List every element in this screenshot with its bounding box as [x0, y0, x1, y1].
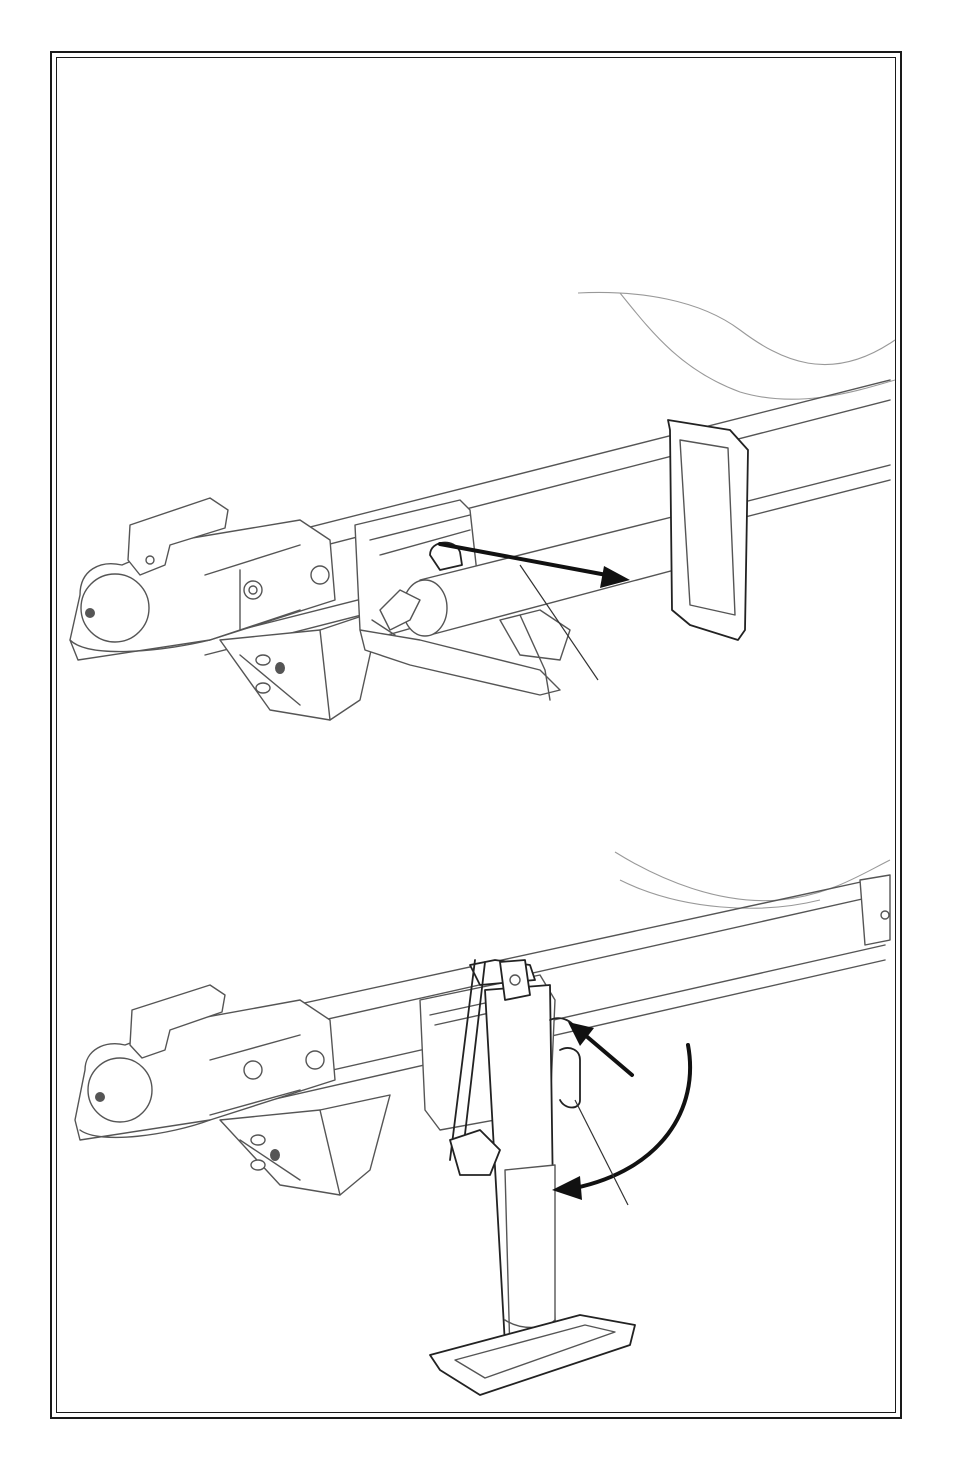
bottom-panel: [75, 852, 890, 1395]
jack-foot-plate-top: [668, 420, 748, 640]
jack-foot-plate-bottom: [430, 1315, 635, 1395]
hitch-ball-top: [81, 574, 149, 642]
wheel-arc-bottom: [615, 852, 890, 908]
chain-bracket-bottom: [220, 1095, 390, 1195]
callout-leader-bottom: [575, 1100, 628, 1205]
hitch-ball-bottom: [88, 1058, 152, 1122]
pointer-arrow-bottom: [568, 1022, 632, 1075]
wheel-arc-top: [578, 292, 895, 399]
top-panel: [70, 292, 895, 720]
